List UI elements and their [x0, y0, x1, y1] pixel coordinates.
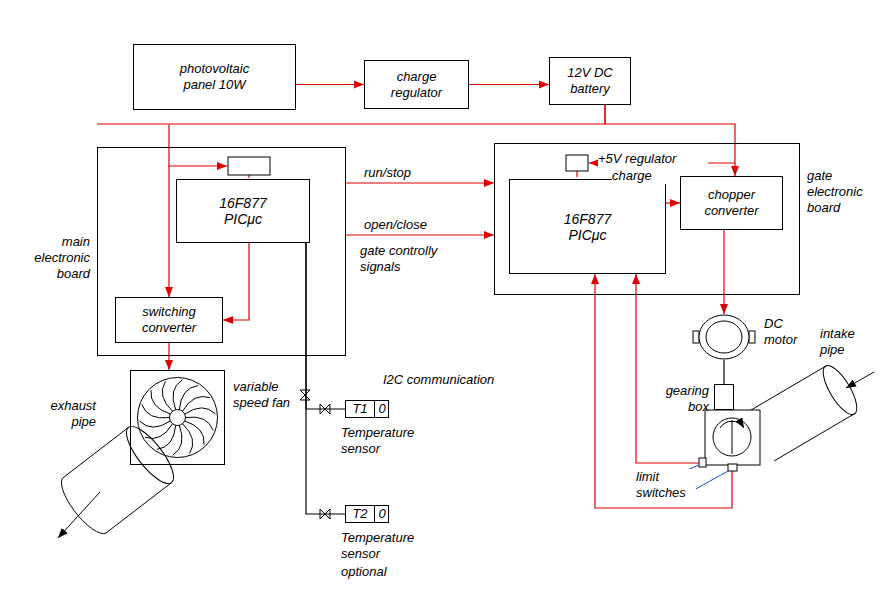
connector: [346, 182, 494, 183]
sensor-box: T10Temperature sensor: [345, 400, 389, 418]
microcontroller-box: 16F877 PICμc: [176, 179, 310, 243]
node-label: T2: [346, 506, 374, 522]
supply-wire: [168, 165, 227, 166]
box-label: 12V DC battery: [555, 65, 625, 97]
annotation-label: gate controlly signals: [360, 243, 470, 275]
supply-wire: [97, 123, 168, 124]
intake-pipe: [746, 361, 874, 461]
annotation-label: +5V regulator: [598, 151, 708, 167]
fan-blades: [131, 371, 224, 464]
limit-switch-wire: [595, 274, 732, 508]
box-label: photovoltaic panel 10W: [170, 61, 260, 93]
box-label: 16F877 PICμc: [558, 211, 618, 243]
connector: [306, 243, 345, 409]
connector: [168, 343, 169, 370]
supply-wire: [576, 171, 577, 177]
regulator-box: charge regulator: [364, 60, 469, 109]
motor-outline: [692, 314, 756, 360]
annotation-label: charge: [612, 168, 672, 184]
motor-symbol: DC motor: [692, 314, 756, 360]
connector: [296, 84, 364, 85]
sensor-box: T20Temperature sensoroptional: [345, 505, 389, 523]
box-label: charge regulator: [377, 69, 457, 101]
node-label: gearing box: [653, 383, 709, 415]
limit-switch-wire: [636, 274, 699, 463]
regulator-box: [228, 157, 270, 175]
converter-box: switching converter: [115, 297, 223, 343]
board-box: main electronic board16F877 PICμcswitchi…: [97, 147, 346, 356]
node-label: variable speed fan: [233, 379, 293, 411]
connector: [346, 234, 494, 235]
node-label: 0: [374, 506, 389, 522]
regulator-box: [566, 155, 588, 171]
annotation-label: exhaust pipe: [26, 398, 96, 430]
node-label: gate electronic board: [807, 168, 877, 216]
connector: [169, 105, 605, 297]
connector: [223, 243, 249, 320]
connector: [666, 202, 680, 203]
box-label: chopper converter: [692, 187, 772, 219]
node-label: T1: [346, 401, 374, 417]
signal-label: run/stop: [364, 165, 411, 181]
solar-panel-box: photovoltaic panel 10W: [133, 44, 296, 110]
node-label: DC motor: [764, 316, 814, 348]
node-label: main electronic board: [6, 234, 90, 282]
exhaust-pipe: [58, 420, 181, 538]
node-label: Temperature sensor: [341, 530, 431, 562]
node-label: 0: [374, 401, 389, 417]
box-label: switching converter: [129, 304, 209, 336]
signal-label: open/close: [364, 217, 427, 233]
box-label: 16F877 PICμc: [213, 195, 273, 227]
microcontroller-box: 16F877 PICμc: [509, 179, 666, 274]
connector: [469, 84, 549, 85]
node-label: Temperature sensor: [341, 425, 431, 457]
battery-box: 12V DC battery: [549, 57, 631, 105]
node-label: optional: [341, 564, 431, 580]
connector: [306, 243, 345, 514]
annotation-label: I2C communication: [383, 372, 533, 388]
gearbox-box: gearing box: [714, 384, 734, 410]
connector: [723, 230, 724, 314]
annotation-label: limit switches: [636, 469, 696, 501]
gate-valve: [699, 410, 760, 471]
annotation-label: intake pipe: [820, 326, 880, 358]
fan-symbol: variable speed fan: [130, 370, 225, 465]
converter-box: chopper converter: [680, 176, 783, 230]
connector: [723, 360, 724, 384]
